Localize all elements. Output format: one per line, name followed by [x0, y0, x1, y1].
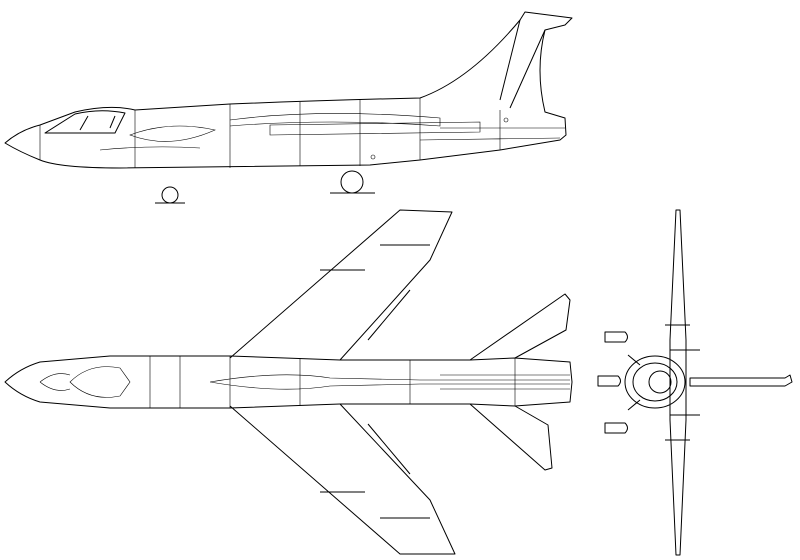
- side-vertical-fin: [499, 19, 546, 109]
- side-detail-circle: [370, 154, 376, 160]
- front-missile-bottom: [604, 422, 628, 434]
- front-wing: [669, 209, 687, 556]
- top-stabilizer-upper: [469, 293, 571, 361]
- front-fuselage: [624, 355, 686, 409]
- side-view: [4, 11, 573, 204]
- top-canopy: [39, 366, 131, 398]
- side-nose-wheel: [161, 186, 179, 204]
- top-wing-lower: [229, 403, 456, 555]
- front-intake: [632, 362, 678, 402]
- front-stabilizers: [665, 324, 700, 441]
- front-gear-legs: [627, 354, 641, 411]
- top-wing-upper: [229, 209, 453, 361]
- side-detail-circle-2: [503, 117, 509, 123]
- front-missile-top: [604, 331, 628, 343]
- side-fuselage-outline: [4, 11, 573, 169]
- top-stabilizer-lower: [469, 403, 553, 471]
- side-main-wheel: [340, 170, 364, 194]
- front-missile-mid: [597, 375, 621, 387]
- top-fuselage-outline: [4, 355, 573, 409]
- side-canopy: [44, 110, 126, 134]
- top-view: [4, 209, 573, 555]
- side-panel-lines: [39, 98, 565, 168]
- top-panel-lines: [149, 356, 570, 408]
- front-view: [597, 209, 793, 556]
- front-cockpit: [648, 370, 672, 394]
- front-fin: [689, 374, 793, 387]
